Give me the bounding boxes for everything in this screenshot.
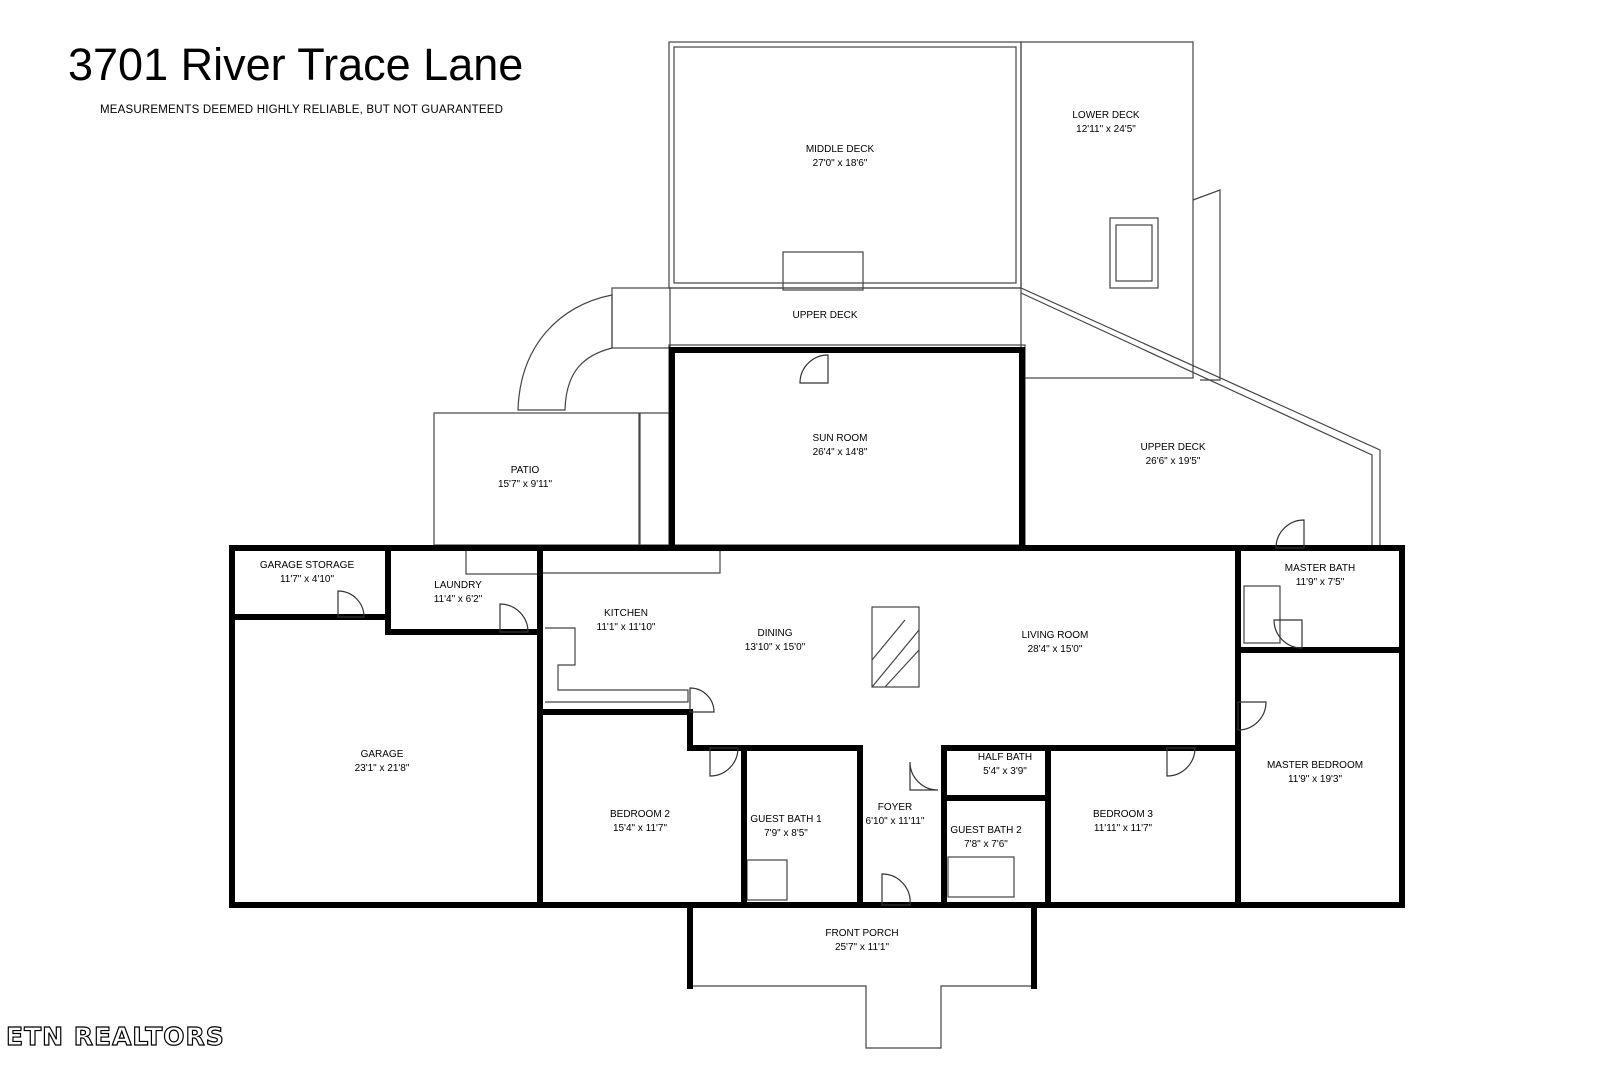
door (881, 873, 911, 906)
room-dims-garage-storage: 11'7" x 4'10" (280, 574, 335, 585)
door (689, 687, 715, 713)
upper-deck-stairs (611, 287, 671, 349)
room-label-patio: PATIO (511, 465, 540, 476)
fireplace-hatch (884, 649, 920, 688)
room-dims-lower-deck: 12'11" x 24'5" (1076, 124, 1136, 135)
room-label-bedroom-2: BEDROOM 2 (610, 809, 670, 820)
lower-deck-rail (1192, 189, 1221, 381)
room-label-laundry: LAUNDRY (434, 580, 482, 591)
sun-room-outline (668, 344, 1026, 546)
door (499, 603, 529, 633)
room-label-living-room: LIVING ROOM (1022, 630, 1089, 641)
middle-deck-inner (673, 46, 1017, 284)
room-label-master-bedroom: MASTER BEDROOM (1267, 760, 1363, 771)
fireplace (871, 606, 920, 688)
front-porch-outline (691, 985, 1034, 1049)
fireplace-hatch (871, 619, 906, 661)
stair-curve (517, 294, 613, 411)
shower-1 (746, 859, 788, 901)
room-label-half-bath: HALF BATH (978, 752, 1032, 763)
room-dims-half-bath: 5'4" x 3'9" (983, 766, 1027, 777)
kitchen-counter (539, 550, 721, 574)
room-dims-laundry: 11'4" x 6'2" (434, 594, 483, 605)
room-label-middle-deck: MIDDLE DECK (806, 144, 875, 155)
middle-deck-stairs (782, 251, 864, 291)
door (1275, 519, 1305, 549)
room-label-dining: DINING (758, 628, 793, 639)
room-label-master-bath: MASTER BATH (1285, 563, 1355, 574)
lower-deck-hatch (1109, 217, 1159, 289)
page-title: 3701 River Trace Lane (68, 39, 524, 90)
fireplace-hatch (871, 629, 920, 688)
room-dims-middle-deck: 27'0" x 18'6" (813, 158, 868, 169)
room-dims-bedroom-3: 11'11" x 11'7" (1094, 823, 1153, 834)
room-label-guest-bath-2: GUEST BATH 2 (950, 825, 1022, 836)
room-dims-guest-bath-2: 7'8" x 7'6" (964, 839, 1008, 850)
upper-deck-outline-inner (1020, 292, 1373, 548)
room-dims-foyer: 6'10" x 11'11" (866, 816, 925, 827)
room-dims-upper-deck: 26'6" x 19'5" (1146, 456, 1201, 467)
page-subtitle: MEASUREMENTS DEEMED HIGHLY RELIABLE, BUT… (100, 104, 504, 116)
room-label-kitchen: KITCHEN (604, 608, 648, 619)
room-label-upper-deck: UPPER DECK (1140, 442, 1205, 453)
room-label-bedroom-3: BEDROOM 3 (1093, 809, 1153, 820)
room-label-upper-deck-top: UPPER DECK (792, 310, 857, 321)
room-dims-patio: 15'7" x 9'11" (498, 479, 553, 490)
brand-logo: ETN REALTORS (5, 1021, 225, 1051)
door (709, 747, 739, 777)
room-label-garage-storage: GARAGE STORAGE (260, 560, 355, 571)
room-dims-master-bath: 11'9" x 7'5" (1296, 577, 1345, 588)
door (1166, 747, 1196, 777)
room-label-guest-bath-1: GUEST BATH 1 (750, 814, 822, 825)
room-label-garage: GARAGE (361, 749, 404, 760)
room-dims-sun-room: 26'4" x 14'8" (813, 447, 868, 458)
room-dims-guest-bath-1: 7'9" x 8'5" (764, 828, 808, 839)
tub (1243, 585, 1281, 644)
shower-2 (947, 856, 1015, 898)
door (909, 761, 939, 791)
garage-wall (229, 614, 543, 908)
room-label-front-porch: FRONT PORCH (825, 928, 898, 939)
sun-room-wall (669, 347, 1025, 548)
room-label-foyer: FOYER (878, 802, 912, 813)
room-dims-living-room: 28'4" x 15'0" (1028, 644, 1083, 655)
door (1237, 701, 1267, 731)
room-dims-dining: 13'10" x 15'0" (745, 642, 806, 653)
room-dims-bedroom-2: 15'4" x 11'7" (613, 823, 668, 834)
bedroom2-wall (537, 709, 863, 751)
exterior-wall (229, 545, 1405, 908)
room-dims-master-bedroom: 11'9" x 19'3" (1288, 774, 1343, 785)
room-dims-front-porch: 25'7" x 11'1" (835, 942, 890, 953)
door (1273, 619, 1303, 649)
room-label-lower-deck: LOWER DECK (1072, 110, 1140, 121)
lower-deck-outline (1020, 41, 1194, 379)
door (337, 590, 365, 618)
lower-deck-hatch-inner (1115, 224, 1153, 282)
upper-deck-outline (669, 287, 1381, 548)
kitchen-island (545, 627, 689, 703)
room-dims-garage: 23'1" x 21'8" (355, 763, 410, 774)
door (799, 354, 829, 384)
patio-rail (639, 412, 670, 546)
laundry-counter (465, 549, 541, 575)
room-label-sun-room: SUN ROOM (813, 433, 868, 444)
room-dims-kitchen: 11'1" x 11'10" (597, 622, 656, 633)
